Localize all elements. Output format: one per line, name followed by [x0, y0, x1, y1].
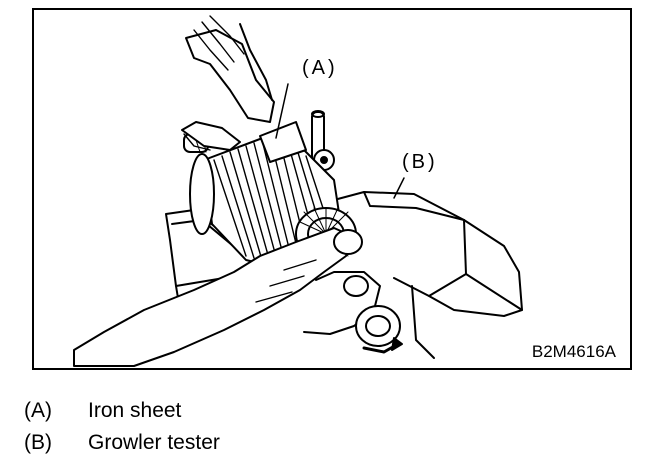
- legend: (A) Iron sheet (B) Growler tester: [24, 394, 220, 458]
- legend-key: (B): [24, 430, 52, 454]
- leader-line-b: [393, 177, 405, 199]
- legend-key: (A): [24, 398, 52, 422]
- legend-label: Growler tester: [88, 430, 220, 454]
- iron-sheet: [259, 121, 307, 163]
- lower-hand: [73, 227, 403, 367]
- legend-row: (A) Iron sheet: [24, 394, 220, 426]
- leader-line-a: [275, 83, 289, 139]
- figure-frame: (A) (B) B2M4616A: [32, 8, 632, 370]
- legend-row: (B) Growler tester: [24, 426, 220, 458]
- growler-tester: [333, 191, 523, 359]
- upper-hand: [181, 15, 275, 151]
- armature-growler-illustration: [73, 15, 523, 367]
- callout-b: (B): [402, 151, 438, 173]
- test-probe: [311, 110, 335, 183]
- legend-label: Iron sheet: [88, 398, 182, 422]
- callout-a: (A): [302, 57, 338, 79]
- figure-code: B2M4616A: [531, 342, 616, 361]
